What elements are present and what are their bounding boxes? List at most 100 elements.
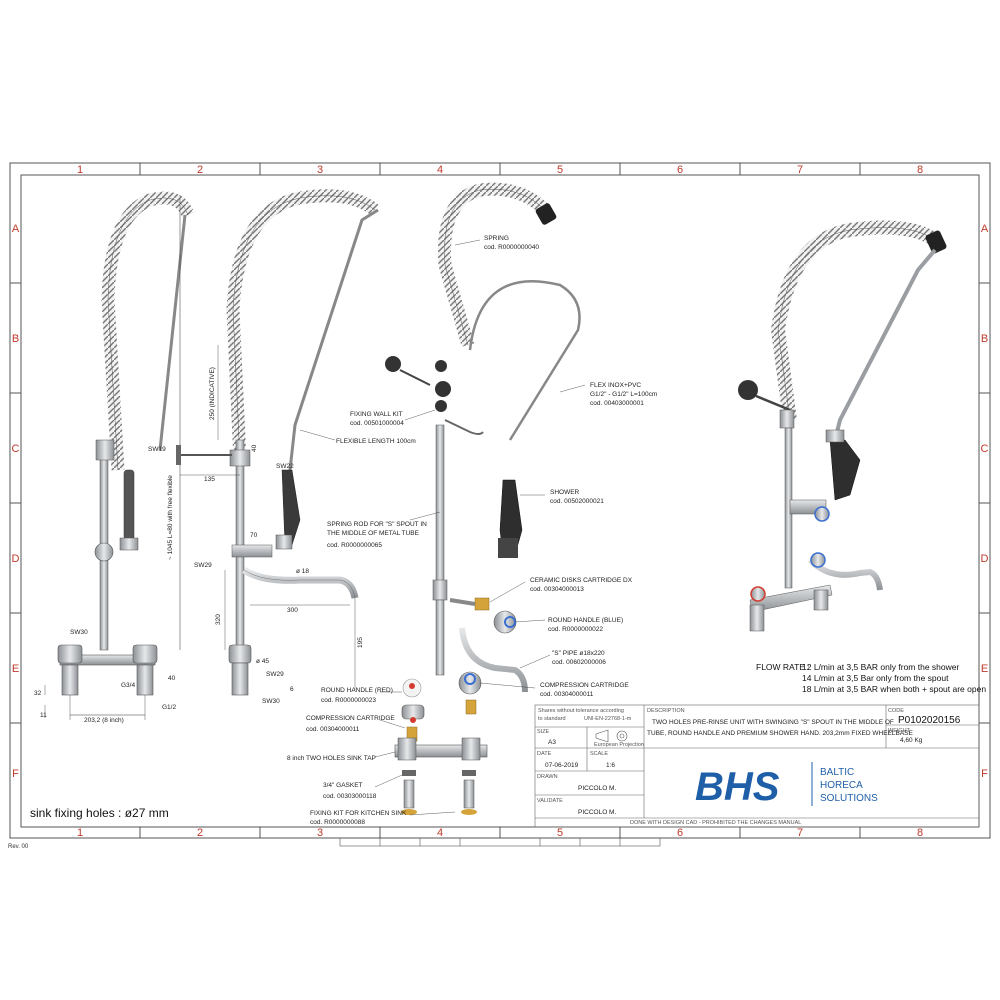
col-label: 3 [317,827,323,839]
title-block [534,704,980,828]
bhs-logo: BHS [695,765,780,809]
logo-line-1: BALTIC [820,767,854,778]
col-label: 8 [917,827,923,839]
dim-g12: G1/2 [162,704,176,711]
label-spring: SPRING [484,235,509,242]
tb-description-2: TUBE, ROUND HANDLE AND PREMIUM SHOWER HA… [647,730,913,737]
tb-projection: European Projection [594,742,644,748]
dim-sw29b: SW29 [266,671,284,678]
grid-column-labels-top: 1 2 3 4 5 6 7 8 [77,164,923,176]
title-block-text: Shares without tolerance according to st… [537,708,961,826]
row-label: A [12,223,20,235]
label-spring-rod-1: SPRING ROD FOR "S" SPOUT IN [327,521,427,528]
col-label: 1 [77,164,83,176]
dim-sw19: SW19 [148,446,166,453]
dim-sw30: SW30 [70,629,88,636]
row-label: B [12,333,19,345]
tb-code: P0102020156 [898,715,961,726]
part-labels: SPRING cod. R0000000040 FIXING WALL KIT … [287,235,657,826]
col-label: 4 [437,827,443,839]
label-spring-code: cod. R0000000040 [484,244,539,251]
tb-code-label: CODE [888,708,904,714]
label-comp-cart-l-code: cod. 00304000011 [306,726,360,733]
side-view [176,189,380,696]
col-label: 5 [557,827,563,839]
flow-title: FLOW RATE : [756,662,810,672]
grid-row-labels-left: A B C D E F [12,223,20,780]
label-flex-code: cod. 00403000001 [590,400,644,407]
drawing-frame [9,162,991,847]
col-label: 2 [197,164,203,176]
label-s-pipe-code: cod. 00602000006 [552,659,606,666]
label-ceramic-code: cod. 00304000013 [530,586,584,593]
col-label: 5 [557,164,563,176]
col-label: 7 [797,164,803,176]
tb-scale: 1:6 [606,762,615,769]
label-round-blue-code: cod. R0000000022 [548,626,603,633]
flow-line: 18 L/min at 3,5 BAR when both + spout ar… [802,684,986,694]
label-s-pipe: "S" PIPE ø18x220 [552,650,605,657]
label-flex: FLEX INOX+PVC [590,382,641,389]
revision: Rev. 00 [8,844,29,850]
dim-250: 250 (INDICATIVE) [209,367,216,420]
col-label: 6 [677,164,683,176]
label-round-red: ROUND HANDLE (RED) [321,687,393,694]
dim-11: 11 [40,712,47,719]
exploded-view [385,182,581,815]
logo-line-3: SOLUTIONS [820,793,878,804]
dim-195: 195 [357,637,364,648]
grid-row-labels-right: A B C D E F [981,223,989,780]
leader-lines [299,239,586,816]
dim-sw29a: SW29 [194,562,212,569]
dim-sw22: SW22 [276,463,294,470]
dim-18: ø 18 [296,568,309,575]
sink-fixing-holes-note: sink fixing holes : ø27 mm [30,806,169,820]
tb-scale-label: SCALE [590,751,608,757]
flow-line: 14 L/min at 3,5 Bar only from the spout [802,673,949,683]
row-label: B [981,333,988,345]
tb-drawn: PICCOLO M. [578,785,616,792]
label-sink-tap: 8 inch TWO HOLES SINK TAP [287,755,376,762]
dim-320: 320 [215,614,222,625]
label-comp-cart-r: COMPRESSION CARTRIDGE [540,682,629,689]
tb-weight: 4,60 Kg [900,737,923,744]
tb-description-1: TWO HOLES PRE-RINSE UNIT WITH SWINGING "… [652,719,894,726]
tb-date: 07-06-2019 [545,762,579,769]
dim-45: ø 45 [256,658,269,665]
col-label: 6 [677,827,683,839]
dim-135: 135 [204,476,215,483]
tb-date-label: DATE [537,751,552,757]
label-fixing-wall-kit-code: cod. 00501000004 [350,420,404,427]
grid-column-labels-bottom: 1 2 3 4 5 6 7 8 [77,827,923,839]
dim-32: 32 [34,690,42,697]
row-label: E [981,663,988,675]
col-label: 3 [317,164,323,176]
tb-standard: UNI-EN-22768-1-m [584,716,632,722]
front-view [44,191,195,720]
front-view-dims: SW19 ~ 1045 L=80 with free flexible SW30… [34,446,176,724]
label-spring-rod-code: cod. R0000000065 [327,542,382,549]
row-label: E [12,663,19,675]
label-flexible-length: FLEXIBLE LENGTH 100cm [336,438,416,445]
dim-40: 40 [168,675,176,682]
row-label: D [981,553,989,565]
tb-validate-label: VALIDATE [537,798,563,804]
row-label: F [12,768,19,780]
dim-length: ~ 1045 L=80 with free flexible [167,475,174,560]
tb-tolerance-2: to standard [538,716,566,722]
label-round-blue: ROUND HANDLE (BLUE) [548,617,623,624]
label-fixing-kit: FIXING KIT FOR KITCHEN SINK [310,810,407,817]
label-shower-code: cod. 00502000021 [550,498,604,505]
tb-footer: DONE WITH DESIGN CAD - PROHIBITED THE CH… [630,820,801,826]
tb-size: A3 [548,739,556,746]
perspective-view [738,220,947,632]
tb-drawn-label: DRAWN [537,774,558,780]
row-label: A [981,223,989,235]
label-fixing-kit-code: cod. R0000000088 [310,819,365,826]
dim-70: 70 [250,532,258,539]
col-label: 4 [437,164,443,176]
side-view-dims: 250 (INDICATIVE) 40 SW22 135 70 SW29 ø 1… [194,367,364,705]
dim-6: 6 [290,686,294,693]
row-label: F [981,768,988,780]
